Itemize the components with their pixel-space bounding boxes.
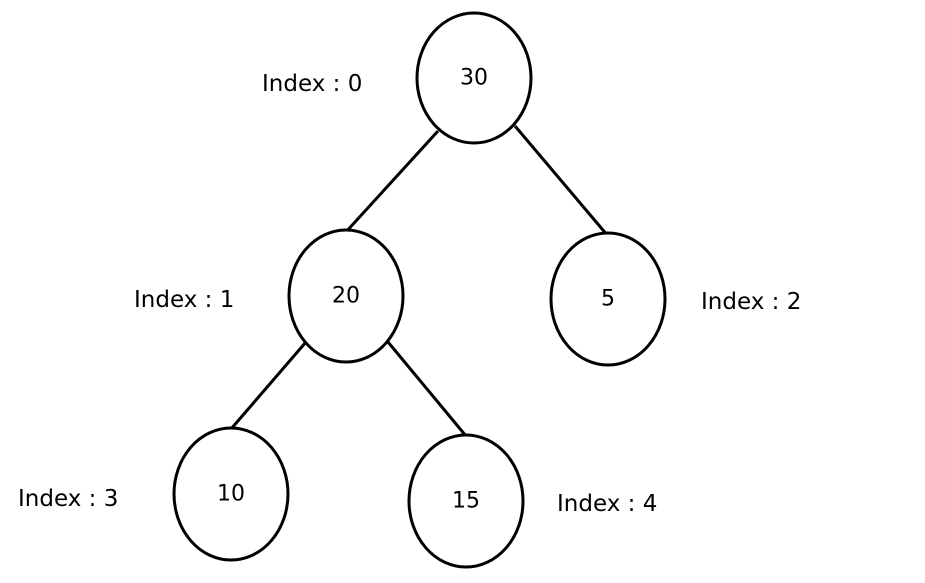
tree-node-4: 15 Index : 4 — [407, 433, 657, 569]
tree-node-3: 10 Index : 3 — [18, 426, 290, 562]
node-index-label: Index : 0 — [262, 71, 362, 97]
edge-n0-n1 — [343, 129, 440, 235]
node-circle — [407, 433, 525, 569]
tree-node-1: 20 Index : 1 — [134, 228, 405, 364]
tree-node-2: 5 Index : 2 — [549, 231, 801, 367]
node-value: 20 — [332, 284, 360, 309]
node-index-label: Index : 4 — [557, 491, 657, 517]
node-value: 5 — [601, 287, 615, 312]
node-circle — [172, 426, 290, 562]
node-value: 30 — [460, 66, 488, 91]
edge-n1-n4 — [386, 341, 468, 437]
node-circle — [287, 228, 405, 364]
node-value: 15 — [452, 489, 480, 514]
node-index-label: Index : 2 — [701, 289, 801, 315]
tree-node-0: 30 Index : 0 — [262, 11, 533, 145]
node-index-label: Index : 3 — [18, 486, 118, 512]
edge-n1-n3 — [229, 341, 308, 430]
node-value: 10 — [217, 482, 245, 507]
node-circle — [415, 11, 533, 145]
edge-n0-n2 — [513, 125, 610, 237]
node-circle — [549, 231, 667, 367]
edges — [229, 125, 610, 437]
node-index-label: Index : 1 — [134, 287, 234, 313]
